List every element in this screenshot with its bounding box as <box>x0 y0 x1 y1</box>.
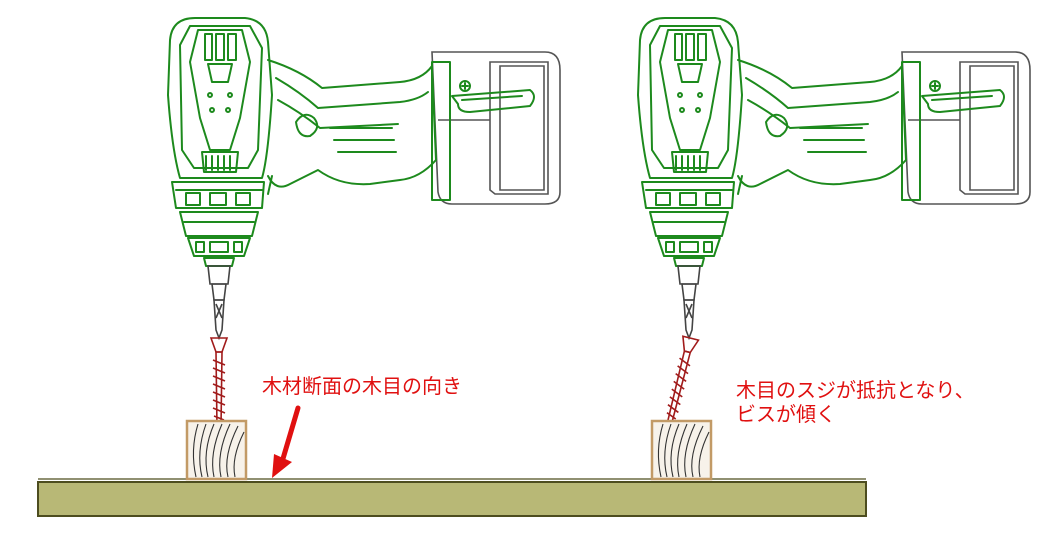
screw-icon <box>209 337 229 429</box>
resistance-note-line2: ビスが傾く <box>736 402 836 426</box>
wood-block <box>650 419 713 481</box>
arrow-icon <box>272 405 301 478</box>
base-board <box>37 481 867 517</box>
resistance-note: 木目のスジが抵抗となり、 ビスが傾く <box>736 378 975 426</box>
cordless-drill-icon <box>167 17 561 339</box>
wood-block <box>185 419 248 481</box>
cordless-drill-icon <box>637 17 1031 339</box>
grain-direction-label: 木材断面の木目の向き <box>262 374 462 398</box>
resistance-note-line1: 木目のスジが抵抗となり、 <box>736 378 975 402</box>
